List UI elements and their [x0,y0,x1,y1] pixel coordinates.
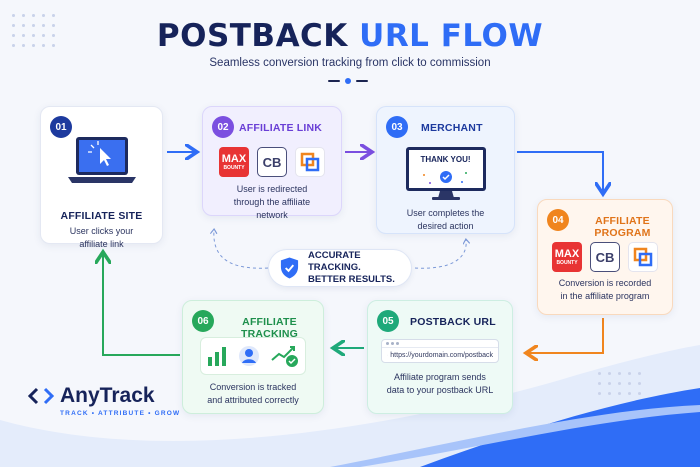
step-number: 02 [212,116,234,138]
dots-decoration [598,372,641,395]
step-number: 01 [50,116,72,138]
postback-url-text: https://yourdomain.com/postback [390,351,493,359]
step-title: AFFILIATE LINK [239,122,323,134]
dashed-arrow-right [414,240,466,269]
dashed-arrow-left [214,230,269,269]
page-title: POSTBACK URL FLOW [156,18,544,54]
step-description: User completes the desired action [406,208,485,231]
step-card-merchant: 03 MERCHANT THANK YOU! User completes th… [376,106,515,234]
anytrack-brand: AnyTrack TRACK • ATTRIBUTE • GROW [28,384,180,417]
step-title: AFFILIATE PROGRAM [594,215,651,239]
postback-url-box: https://yourdomain.com/postback [381,339,499,363]
step-card-affiliate-tracking: 06 AFFILIATE TRACKING Conversion is trac… [182,300,324,414]
shield-check-icon [280,257,299,279]
accurate-tracking-badge: ACCURATE TRACKING. BETTER RESULTS. [268,249,412,287]
pager-indicator [328,78,368,84]
badge-line-2: BETTER RESULTS. [307,274,395,285]
dots-decoration [12,14,55,47]
bar-chart-icon [208,347,226,366]
network-square-logo [295,147,325,177]
step-title: MERCHANT [421,122,483,134]
network-square-logo [628,242,658,272]
step-title: AFFILIATE SITE [60,210,143,222]
tracking-visual [200,337,306,375]
arrow-03-04 [517,151,603,192]
step-description: User clicks your affiliate link [69,226,134,249]
arrow-04-05 [528,318,604,353]
clickbank-logo: CB [257,147,287,177]
step-card-affiliate-site: 01 AFFILIATE SITE User clicks your affil… [40,106,163,249]
step-number: 05 [377,310,399,332]
step-description: User is redirected through the affiliate… [233,184,311,220]
page-subtitle: Seamless conversion tracking from click … [209,57,491,69]
step-description: Affiliate program sends data to your pos… [386,372,494,395]
clickbank-logo: CB [590,242,620,272]
badge-line-1: ACCURATE TRACKING. [307,250,361,273]
step-number: 06 [192,310,214,332]
step-number: 04 [547,209,569,231]
step-title: AFFILIATE TRACKING [240,316,298,340]
step-title: POSTBACK URL [410,316,496,328]
brand-name: AnyTrack [60,384,155,407]
step-number: 03 [386,116,408,138]
user-icon [239,346,259,366]
monitor-thank-you: THANK YOU! [404,145,488,201]
chevrons-icon [28,387,54,405]
step-card-postback-url: 05 POSTBACK URL https://yourdomain.com/p… [367,300,513,414]
step-description: Conversion is recorded in the affiliate … [558,278,652,301]
thank-you-text: THANK YOU! [420,155,471,164]
step-description: Conversion is tracked and attributed cor… [207,382,299,405]
brand-tagline: TRACK • ATTRIBUTE • GROW [60,410,181,417]
arrow-06-01 [103,254,180,356]
trend-check-icon [271,346,298,367]
laptop-cursor-icon [67,137,136,183]
